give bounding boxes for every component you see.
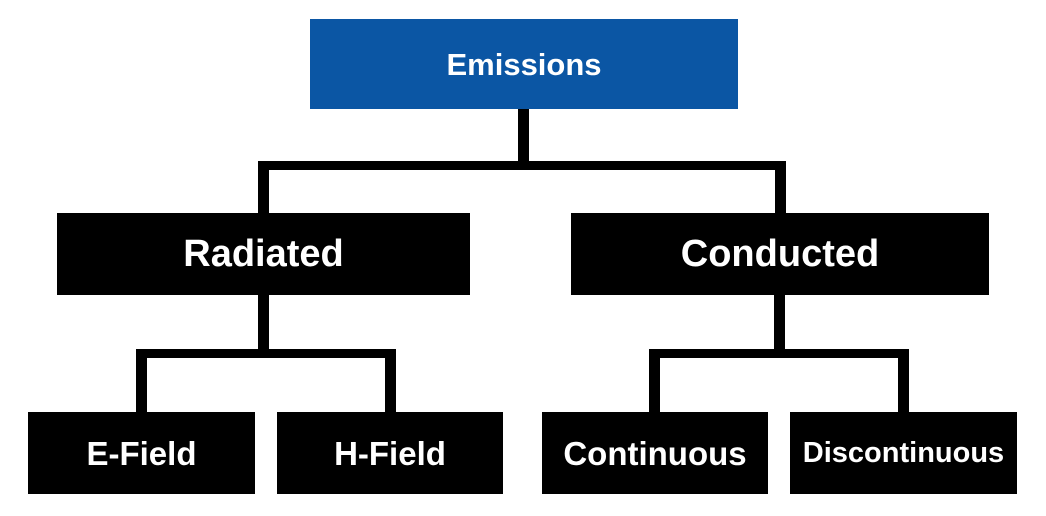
connector-emissions-stem	[518, 109, 529, 166]
node-conducted-label: Conducted	[680, 233, 880, 275]
node-e-field-label: E-Field	[86, 434, 197, 472]
node-radiated-label: Radiated	[183, 233, 344, 275]
node-continuous: Continuous	[542, 412, 768, 494]
node-emissions-label: Emissions	[446, 46, 602, 82]
node-conducted: Conducted	[571, 213, 989, 295]
connector-radiated-children-horizontal-bar	[136, 349, 396, 358]
connector-drop-to-discontinuous	[898, 349, 909, 412]
node-discontinuous-label: Discontinuous	[802, 436, 1005, 469]
node-h-field: H-Field	[277, 412, 503, 494]
connector-conducted-stem	[774, 293, 785, 355]
connector-drop-to-conducted	[775, 161, 786, 213]
node-emissions: Emissions	[310, 19, 738, 109]
node-discontinuous: Discontinuous	[790, 412, 1017, 494]
connector-drop-to-e-field	[136, 349, 147, 412]
connector-drop-to-continuous	[649, 349, 660, 412]
node-continuous-label: Continuous	[563, 434, 747, 472]
connector-radiated-stem	[258, 293, 269, 355]
node-e-field: E-Field	[28, 412, 255, 494]
node-h-field-label: H-Field	[334, 434, 446, 472]
connector-conducted-children-horizontal-bar	[649, 349, 909, 358]
node-radiated: Radiated	[57, 213, 470, 295]
connector-drop-to-radiated	[258, 161, 269, 213]
connector-level1-horizontal-bar	[258, 161, 786, 170]
connector-drop-to-h-field	[385, 349, 396, 412]
